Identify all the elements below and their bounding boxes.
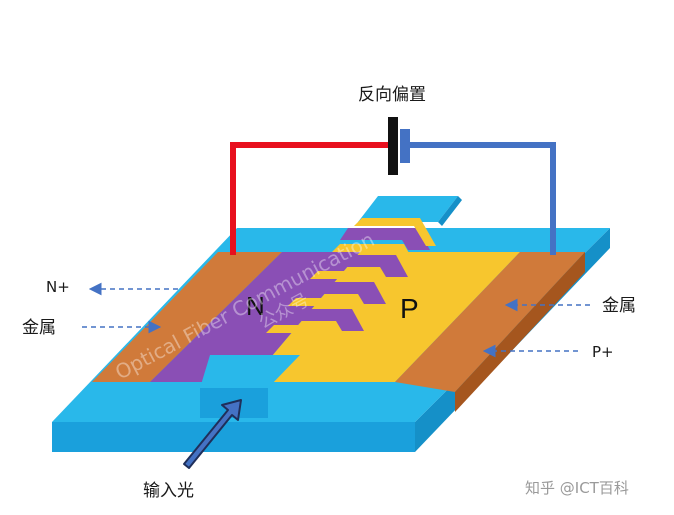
input-light-label: 输入光 (143, 481, 194, 501)
light-arrow-icon (183, 399, 242, 469)
n-plus-label: N+ (46, 278, 70, 296)
p-region-label: P (400, 293, 419, 324)
n-region-label: N (246, 291, 265, 321)
bias-label: 反向偏置 (358, 85, 426, 105)
wire-left (230, 142, 390, 255)
substrate-front-face (52, 422, 415, 452)
battery-icon (388, 117, 410, 175)
waveguide-ridge (200, 196, 462, 418)
metal-right-label: 金属 (602, 296, 636, 316)
n-fingers (274, 228, 430, 331)
annotation-arrows (82, 282, 590, 358)
wire-right (406, 142, 556, 255)
metal-contact-left (92, 252, 282, 382)
p-fingers (266, 218, 436, 342)
credit-text: 知乎 @ICT百科 (525, 479, 629, 497)
p-plus-label: P+ (592, 343, 614, 361)
metal-contact-right (395, 252, 585, 412)
metal-left-label: 金属 (22, 318, 56, 338)
p-region (250, 252, 520, 382)
